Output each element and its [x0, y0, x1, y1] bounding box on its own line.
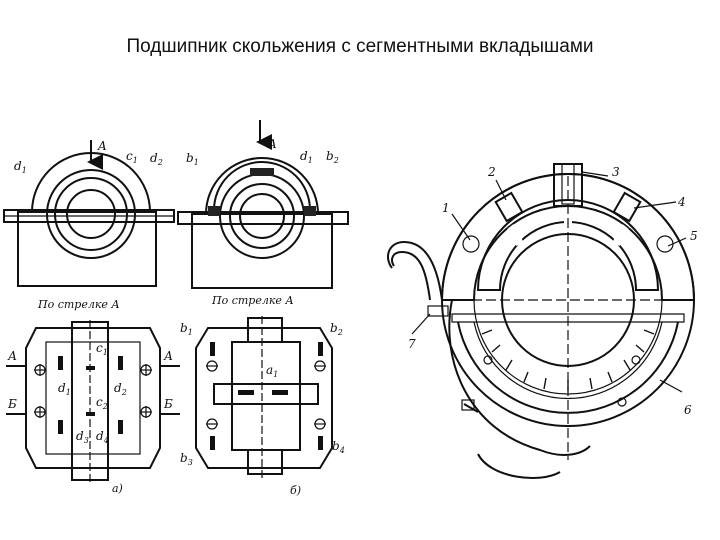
view-c-callout-3: 3	[612, 165, 620, 179]
view-b-label-d1: d1	[300, 149, 313, 165]
view-c-callout-2: 2	[487, 165, 496, 179]
view-a-section-mark-b-left: Б	[7, 397, 17, 411]
view-c-callout-6: 6	[684, 403, 692, 417]
view-c-callout-1: 1	[442, 201, 450, 215]
view-c-callout-7: 7	[408, 337, 416, 351]
slide-title: Подшипник скольжения с сегментными вклад…	[126, 36, 594, 57]
view-b-section	[177, 120, 349, 289]
view-b-label-b2: b2	[326, 149, 339, 165]
view-c-leader-lines	[411, 171, 687, 393]
view-c-callout-5: 5	[690, 229, 698, 243]
view-a-section-mark-a-left: А	[7, 349, 17, 363]
view-a-plan	[6, 320, 180, 482]
view-b-plan-label-b2: b2	[330, 321, 343, 337]
view-b-label-b1: b1	[186, 151, 199, 167]
view-c-callout-4: 4	[677, 195, 686, 209]
view-a-plan-label-c1: c1	[96, 341, 108, 357]
view-b-plan	[195, 316, 333, 480]
view-b-arrow-label: A	[267, 137, 277, 151]
view-a-plan-label-d3: d3	[76, 429, 89, 445]
view-a-section	[3, 140, 175, 287]
view-a-label-c1: c1	[126, 149, 138, 165]
view-b-plan-label-b4: b4	[332, 439, 345, 455]
view-a-section-caption: По стрелке А	[37, 298, 120, 311]
view-a-arrow-label: A	[97, 139, 107, 153]
view-a-label-d1: d1	[14, 159, 27, 175]
view-a-plan-label-d2: d2	[114, 381, 127, 397]
view-c-bearing	[387, 163, 696, 479]
view-b-plan-label-b3: b3	[180, 451, 193, 467]
view-b-plan-label-b1: b1	[180, 321, 193, 337]
view-a-section-mark-a-right: А	[163, 349, 173, 363]
view-a-plan-label-c2: c2	[96, 395, 108, 411]
view-b-plan-label-a1: a1	[266, 363, 278, 379]
view-b-figure-caption: б)	[290, 484, 301, 497]
view-a-section-mark-b-right: Б	[163, 397, 173, 411]
view-a-label-d2: d2	[150, 151, 163, 167]
view-b-section-caption: По стрелке А	[211, 294, 294, 307]
view-a-figure-caption: а)	[112, 482, 123, 495]
view-a-plan-label-d1: d1	[58, 381, 71, 397]
view-a-plan-label-d4: d4	[96, 429, 109, 445]
